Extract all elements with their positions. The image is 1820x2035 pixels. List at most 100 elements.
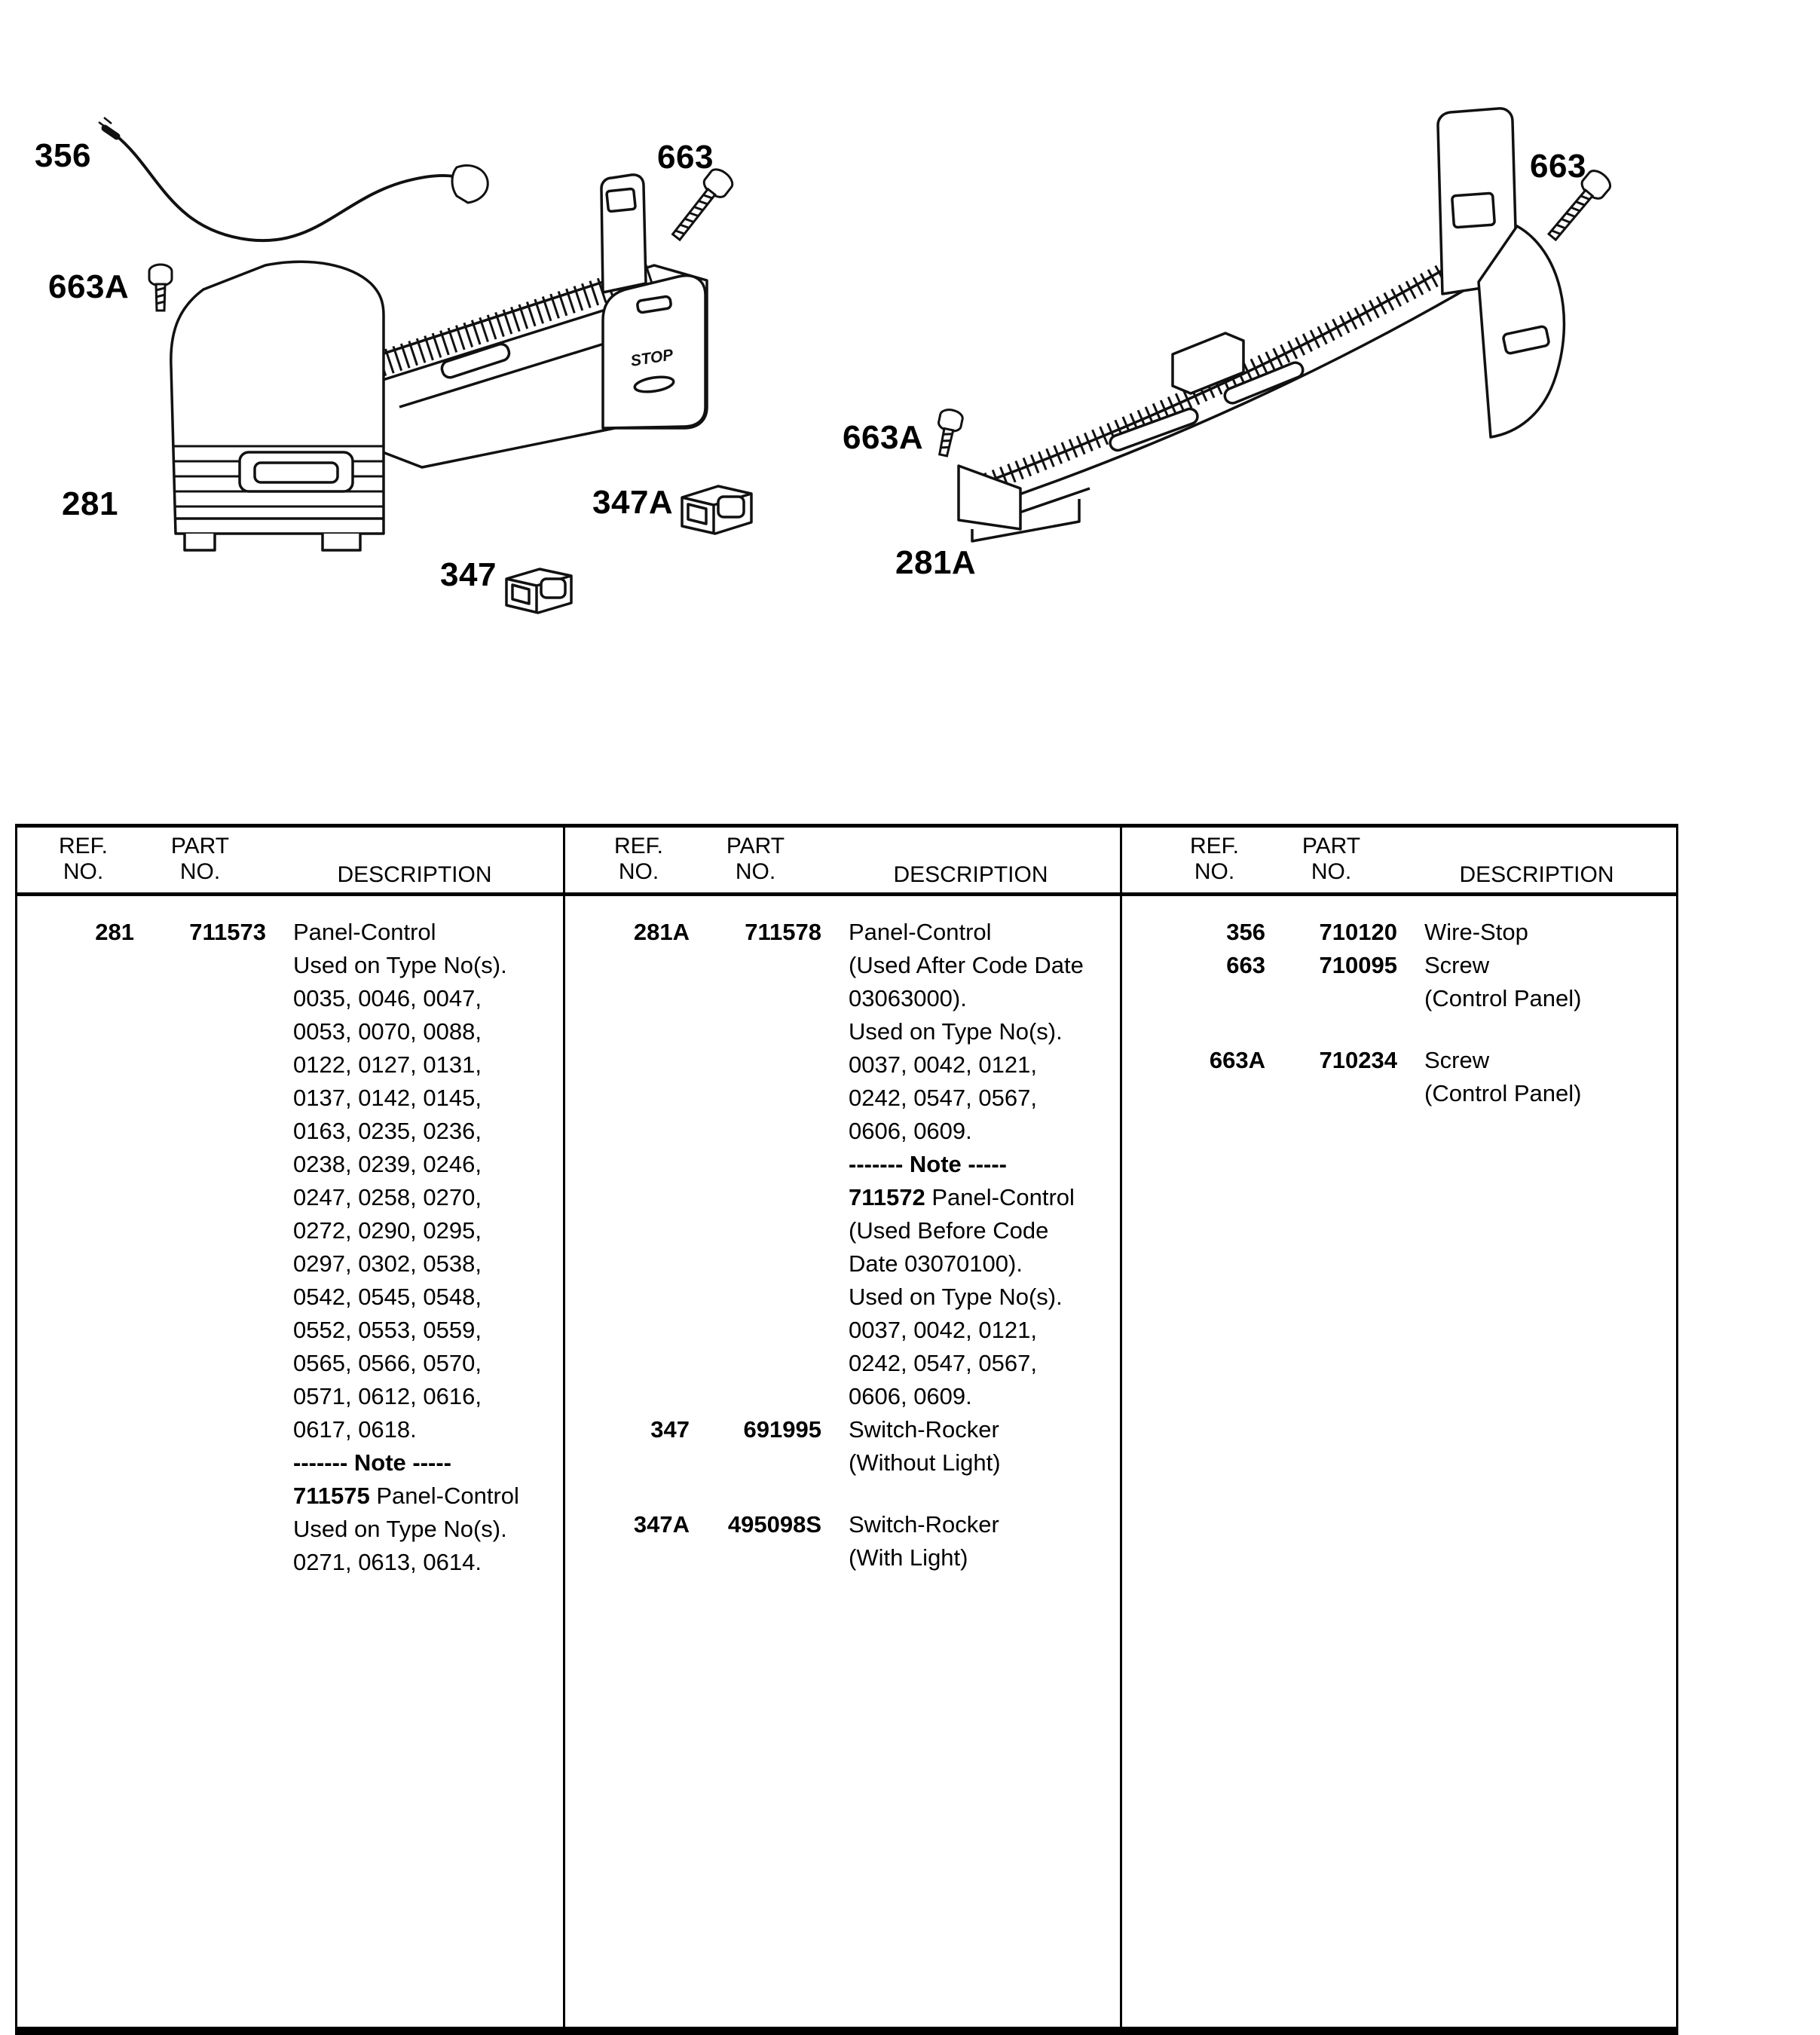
callout-label-347a: 347A	[592, 484, 674, 521]
table-header: REF. NO. PART NO. DESCRIPTION	[1122, 828, 1676, 896]
description-line: 711572 Panel-Control	[849, 1184, 1075, 1210]
description-header: DESCRIPTION	[893, 862, 1048, 887]
ref-no: 347	[650, 1416, 690, 1443]
rocker-switch-347a-drawing	[681, 485, 753, 535]
description-line: 0242, 0547, 0567,	[849, 1085, 1037, 1111]
ref-no: 663	[1226, 952, 1265, 978]
description-line: (Control Panel)	[1424, 985, 1582, 1011]
screw-663-left-drawing	[665, 164, 738, 246]
description-line: 0565, 0566, 0570,	[293, 1350, 482, 1376]
ref-no: 347A	[633, 1511, 690, 1538]
description-line: Switch-Rocker	[849, 1416, 999, 1443]
part-no-header: PART NO.	[170, 834, 230, 884]
description: Switch-Rocker (Without Light)	[821, 1413, 1120, 1480]
callout-label-347: 347	[440, 556, 497, 593]
description-line: Switch-Rocker	[849, 1511, 999, 1538]
part-no: 710234	[1319, 1047, 1397, 1073]
part-entry: 281A 711578 Panel-Control (Used After Code …	[565, 916, 1120, 1413]
parts-diagram-drawing: STOP	[98, 107, 1615, 614]
description-line: Screw	[1424, 952, 1490, 978]
description-line: 0606, 0609.	[849, 1118, 972, 1144]
description-line: ------- Note -----	[293, 1449, 451, 1476]
description: Switch-Rocker (With Light)	[821, 1508, 1120, 1574]
part-no: 495098S	[727, 1511, 821, 1538]
description-line: ------- Note -----	[849, 1151, 1007, 1177]
screw-663a-right-drawing	[931, 406, 965, 459]
screw-663a-left-drawing	[148, 263, 173, 312]
description-line: 0247, 0258, 0270,	[293, 1184, 482, 1210]
ref-no: 663A	[1209, 1047, 1265, 1073]
description-header: DESCRIPTION	[337, 862, 492, 887]
description-line: 0037, 0042, 0121,	[849, 1317, 1037, 1343]
description-line: 0542, 0545, 0548,	[293, 1284, 482, 1310]
wire-stop-356-drawing	[98, 117, 489, 243]
exploded-parts-diagram: STOP	[0, 0, 1820, 823]
description-line: 0297, 0302, 0538,	[293, 1250, 482, 1277]
part-entry: 663 710095 Screw (Control Panel)	[1122, 949, 1676, 1015]
table-header: REF. NO. PART NO. DESCRIPTION	[17, 828, 563, 896]
description-line: 0242, 0547, 0567,	[849, 1350, 1037, 1376]
callout-label-281a: 281A	[895, 544, 977, 581]
description-line: Panel-Control	[293, 919, 436, 945]
description-line: 03063000).	[849, 985, 967, 1011]
description-line: Used on Type No(s).	[293, 1516, 507, 1542]
table-body: 281A 711578 Panel-Control (Used After Code …	[565, 896, 1120, 1574]
callout-label-356: 356	[35, 137, 91, 174]
description: Wire-Stop	[1397, 916, 1676, 949]
description-line: (With Light)	[849, 1544, 968, 1571]
description-line: 0163, 0235, 0236,	[293, 1118, 482, 1144]
part-entry: 347 691995 Switch-Rocker (Without Light)	[565, 1413, 1120, 1480]
description-line: Date 03070100).	[849, 1250, 1023, 1277]
part-no: 691995	[743, 1416, 821, 1443]
description: Panel-Control (Used After Code Date 030630…	[821, 916, 1120, 1413]
callout-label-281: 281	[62, 485, 118, 522]
part-no-header: PART NO.	[1302, 834, 1361, 884]
ref-no-header: REF. NO.	[613, 834, 663, 884]
description: Screw (Control Panel)	[1397, 949, 1676, 1015]
ref-no: 281	[95, 919, 134, 945]
description-line: 0552, 0553, 0559,	[293, 1317, 482, 1343]
description-line: Panel-Control	[849, 919, 992, 945]
rocker-switch-347-drawing	[505, 568, 573, 614]
description-line: (Used After Code Date	[849, 952, 1084, 978]
description-line: (Used Before Code	[849, 1217, 1049, 1244]
table-header: REF. NO. PART NO. DESCRIPTION	[565, 828, 1120, 896]
description-line: 0606, 0609.	[849, 1383, 972, 1409]
description-line: 0137, 0142, 0145,	[293, 1085, 482, 1111]
description-line: 0035, 0046, 0047,	[293, 985, 482, 1011]
description-line: 711575 Panel-Control	[293, 1483, 519, 1509]
description-line: Used on Type No(s).	[849, 1284, 1063, 1310]
part-no: 711573	[189, 919, 266, 945]
description-line: 0122, 0127, 0131,	[293, 1051, 482, 1078]
callout-label-663-right: 663	[1530, 148, 1586, 185]
description-header: DESCRIPTION	[1459, 862, 1614, 887]
part-no: 710095	[1319, 952, 1397, 978]
ref-no: 281A	[633, 919, 690, 945]
description: Screw (Control Panel)	[1397, 1044, 1676, 1110]
description-line: (Without Light)	[849, 1449, 1001, 1476]
control-panel-281-drawing: STOP	[170, 173, 708, 552]
description-line: 0272, 0290, 0295,	[293, 1217, 482, 1244]
description-line: (Control Panel)	[1424, 1080, 1582, 1106]
description-line: Used on Type No(s).	[849, 1018, 1063, 1045]
description-line: 0238, 0239, 0246,	[293, 1151, 482, 1177]
part-no: 711578	[745, 919, 821, 945]
ref-no: 356	[1226, 919, 1265, 945]
description-line: 0053, 0070, 0088,	[293, 1018, 482, 1045]
ref-no-header: REF. NO.	[1189, 834, 1239, 884]
parts-table-column-2: REF. NO. PART NO. DESCRIPTION 281A 711578…	[563, 828, 1120, 2027]
description-line: Used on Type No(s).	[293, 952, 507, 978]
description-line: Screw	[1424, 1047, 1490, 1073]
callout-label-663-left: 663	[657, 139, 714, 176]
control-panel-281a-drawing	[957, 107, 1566, 543]
part-no: 710120	[1319, 919, 1397, 945]
part-no-header: PART NO.	[726, 834, 785, 884]
description-line: 0271, 0613, 0614.	[293, 1549, 482, 1575]
